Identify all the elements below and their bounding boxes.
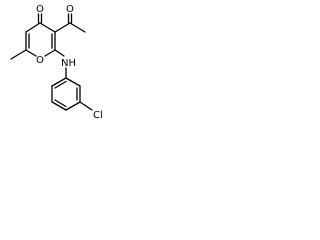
carbonyl-oxygen-label: O	[36, 4, 44, 15]
bond-c2-nh	[54, 49, 65, 57]
atom-labels: O O O NH Cl	[36, 4, 103, 121]
bond-c2-o1	[44, 49, 56, 57]
acetyl-oxygen-label: O	[66, 4, 74, 15]
bond-ar1-ar2	[65, 77, 81, 87]
bond-ar6-ar1-double	[54, 80, 67, 89]
bond-acetyl-methyl	[69, 22, 86, 33]
bond-ar4-ar5	[51, 101, 67, 111]
bond-ar3-ar4	[65, 101, 81, 111]
molecular-structure: O O O NH Cl	[10, 4, 103, 121]
bond-c4-c3	[39, 22, 56, 33]
bond-c5-c4	[25, 22, 41, 33]
bonds	[10, 13, 93, 111]
bond-c6-methyl	[10, 49, 27, 60]
bond-ar3-cl	[79, 101, 93, 111]
bond-o1-c6	[25, 49, 37, 57]
ring-oxygen-label: O	[36, 55, 44, 66]
chlorine-label: Cl	[93, 110, 103, 121]
bond-ar6-ar1	[51, 77, 67, 87]
bond-ar4-ar5-double	[54, 99, 67, 108]
amine-label: NH	[61, 58, 76, 69]
bond-c3-acetyl	[54, 22, 71, 33]
